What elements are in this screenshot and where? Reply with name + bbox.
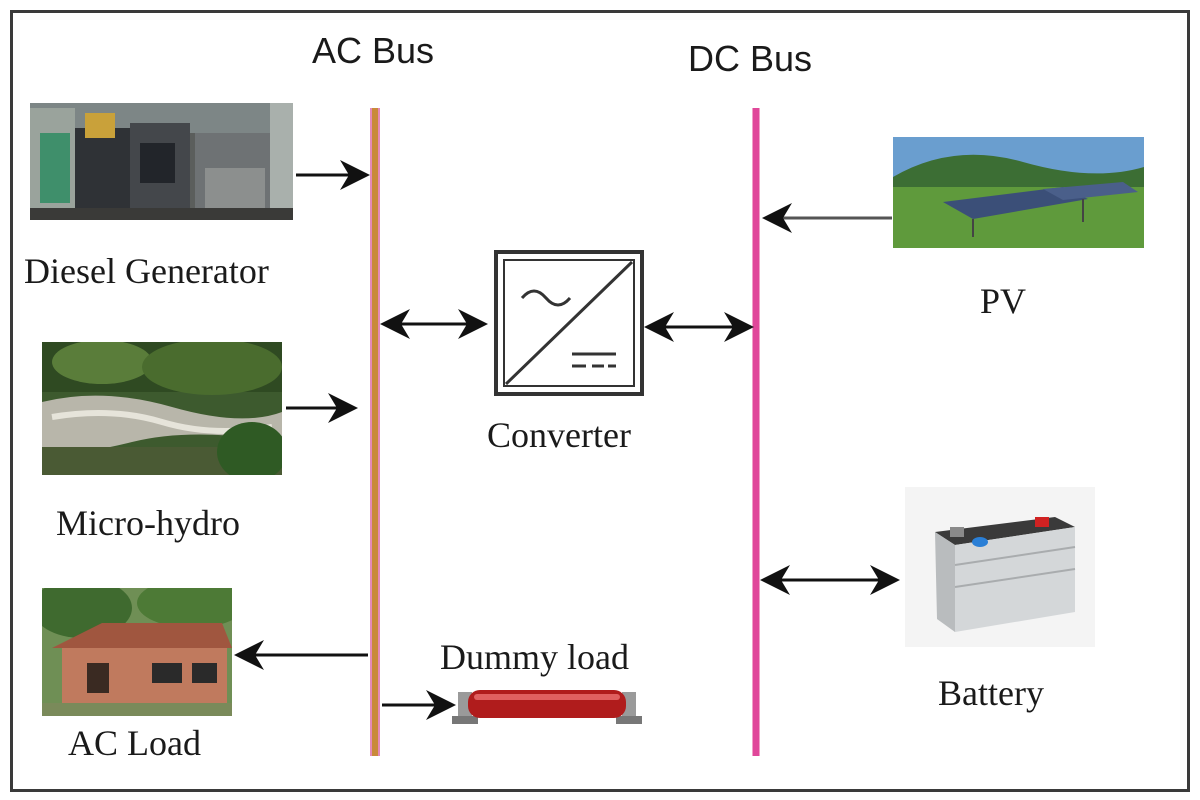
ac-bus — [372, 108, 378, 756]
diesel-generator-photo — [30, 103, 293, 220]
pv-label: PV — [980, 281, 1027, 321]
ac-bus-label: AC Bus — [312, 30, 435, 71]
converter-label: Converter — [487, 415, 631, 455]
ac-dc-converter-symbol — [494, 250, 644, 396]
dummy-load-label: Dummy load — [440, 637, 629, 677]
diesel-generator-label: Diesel Generator — [24, 251, 269, 291]
dc-bus — [753, 108, 759, 756]
battery-icon — [905, 487, 1095, 647]
micro-hydro-label: Micro-hydro — [56, 503, 240, 543]
dc-bus-label: DC Bus — [688, 38, 813, 79]
solar-panel-photo — [893, 137, 1144, 248]
ac-load-label: AC Load — [68, 723, 201, 763]
resistor-load-icon — [452, 682, 642, 728]
battery-label: Battery — [938, 673, 1044, 713]
river-photo — [42, 342, 282, 475]
house-photo — [42, 588, 232, 716]
